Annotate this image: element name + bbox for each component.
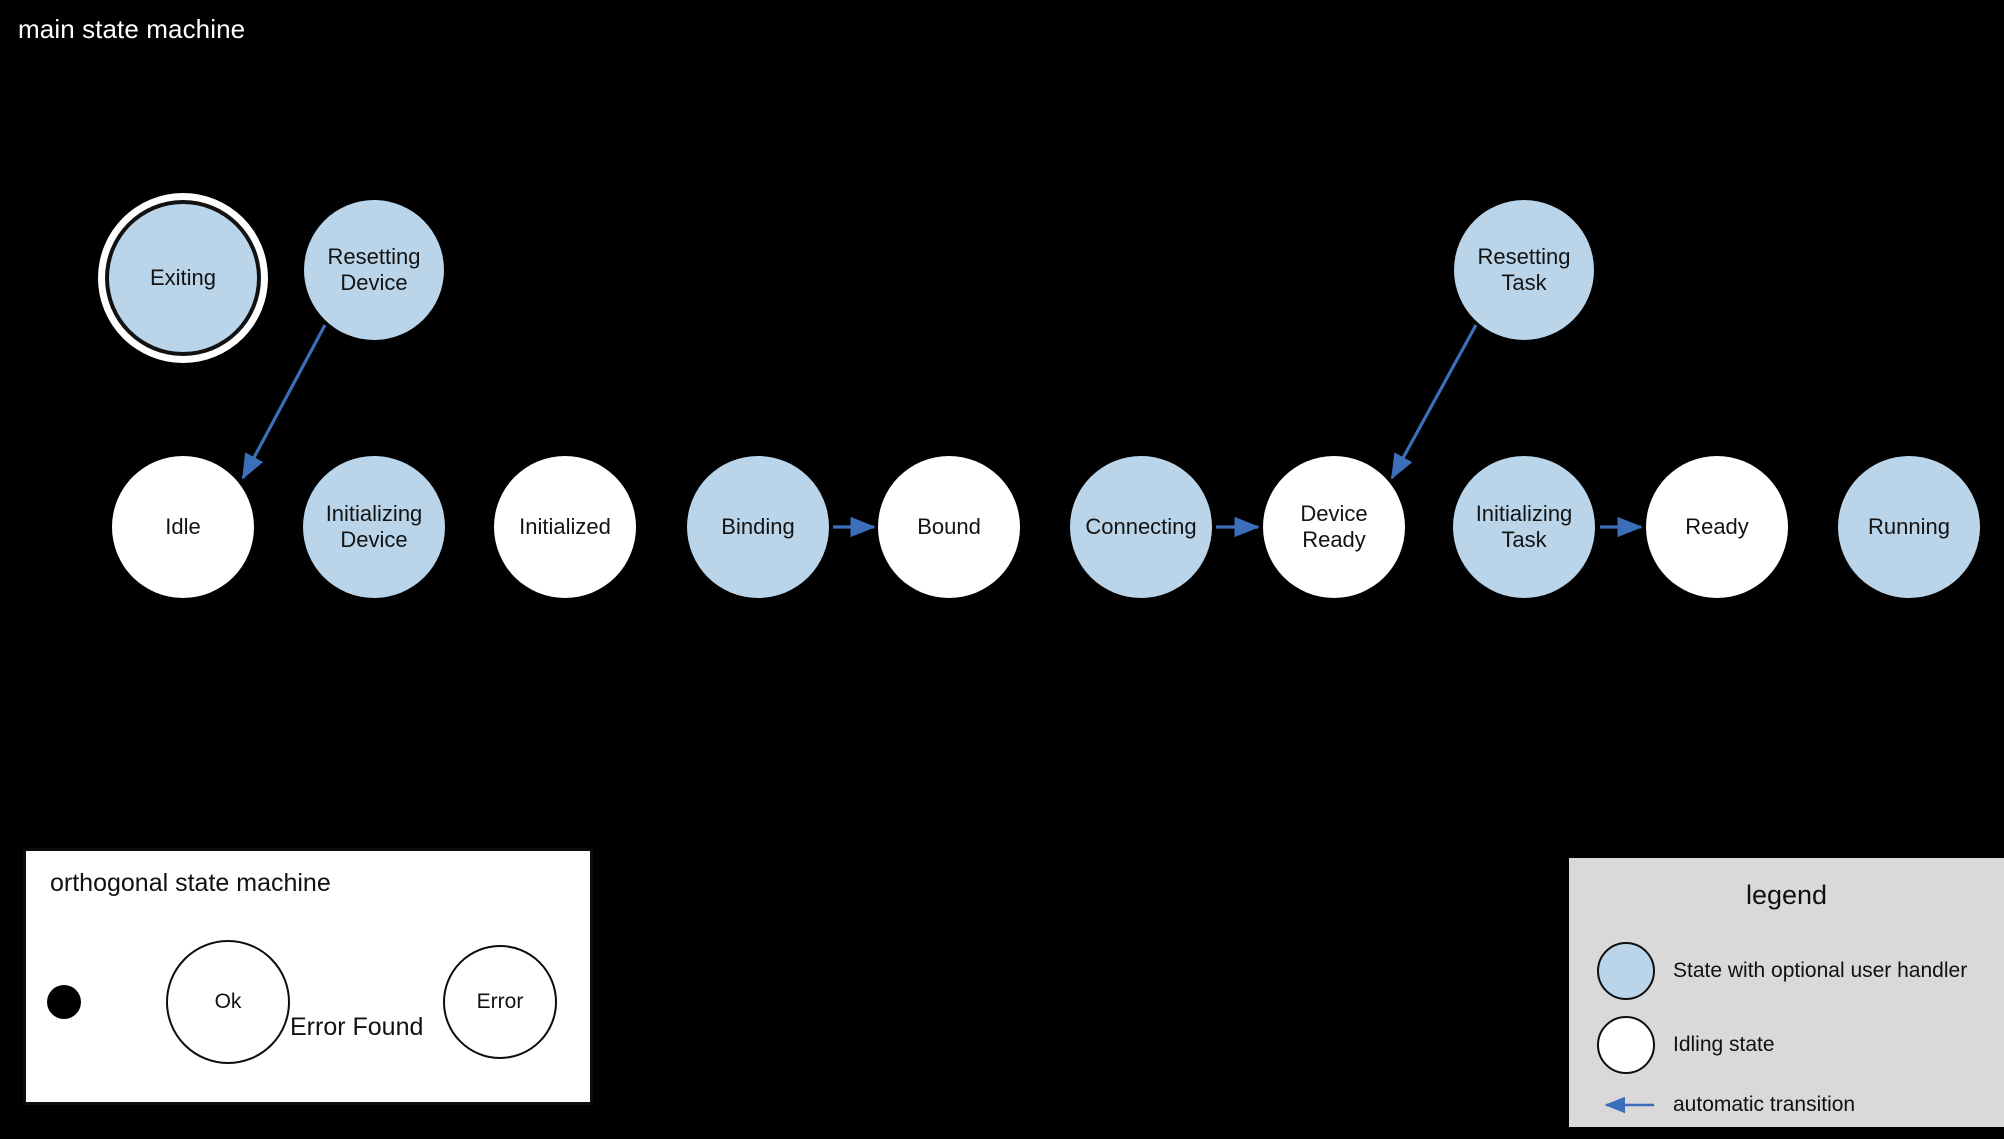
ortho-state-label: Error xyxy=(476,990,524,1013)
initial-state-dot xyxy=(47,985,81,1019)
page-title: main state machine xyxy=(18,14,246,44)
state-label: Initialized xyxy=(519,514,611,540)
legend-item-idling-state: Idling state xyxy=(1597,1016,1775,1074)
legend-item-label: State with optional user handler xyxy=(1673,959,1968,982)
state-label: Connecting xyxy=(1085,514,1197,540)
ortho-state-label: Ok xyxy=(214,990,242,1013)
state-label: Exiting xyxy=(149,265,217,291)
state-node-exiting[interactable]: Exiting xyxy=(109,204,257,352)
legend-item-label: Idling state xyxy=(1673,1033,1775,1056)
state-label: Bound xyxy=(917,514,981,540)
state-node-connecting[interactable]: Connecting xyxy=(1070,456,1212,598)
state-node-idle[interactable]: Idle xyxy=(112,456,254,598)
legend-item-label: automatic transition xyxy=(1673,1093,1856,1116)
legend-item-automatic-transition: automatic transition xyxy=(1597,1076,1855,1134)
state-label: Idle xyxy=(165,514,201,540)
state-node-initialized[interactable]: Initialized xyxy=(494,456,636,598)
state-label: Ready xyxy=(1685,514,1749,540)
blue-circle-icon xyxy=(1597,942,1655,1000)
ortho-panel-title: orthogonal state machine xyxy=(50,869,331,897)
legend-item-handler-state: State with optional user handler xyxy=(1597,942,1967,1000)
ortho-state-node-ok[interactable]: Ok xyxy=(166,940,290,1064)
state-node-bound[interactable]: Bound xyxy=(878,456,1020,598)
legend-title: legend xyxy=(1745,880,1828,910)
white-circle-icon xyxy=(1597,1016,1655,1074)
transition-resetting-device-to-idle xyxy=(241,324,327,480)
state-node-ready[interactable]: Ready xyxy=(1646,456,1788,598)
ortho-edge-label: Error Found xyxy=(290,1013,424,1041)
state-node-binding[interactable]: Binding xyxy=(687,456,829,598)
transition-resetting-task-to-device-ready xyxy=(1390,324,1478,480)
main-transition-edges xyxy=(241,324,1643,538)
legend-panel: legend State with optional user handler … xyxy=(1569,858,2004,1127)
state-node-running[interactable]: Running xyxy=(1838,456,1980,598)
ortho-state-node-error[interactable]: Error xyxy=(443,945,557,1059)
state-label: Binding xyxy=(721,514,795,540)
state-label: Running xyxy=(1868,514,1950,540)
left-arrow-icon xyxy=(1597,1076,1655,1134)
